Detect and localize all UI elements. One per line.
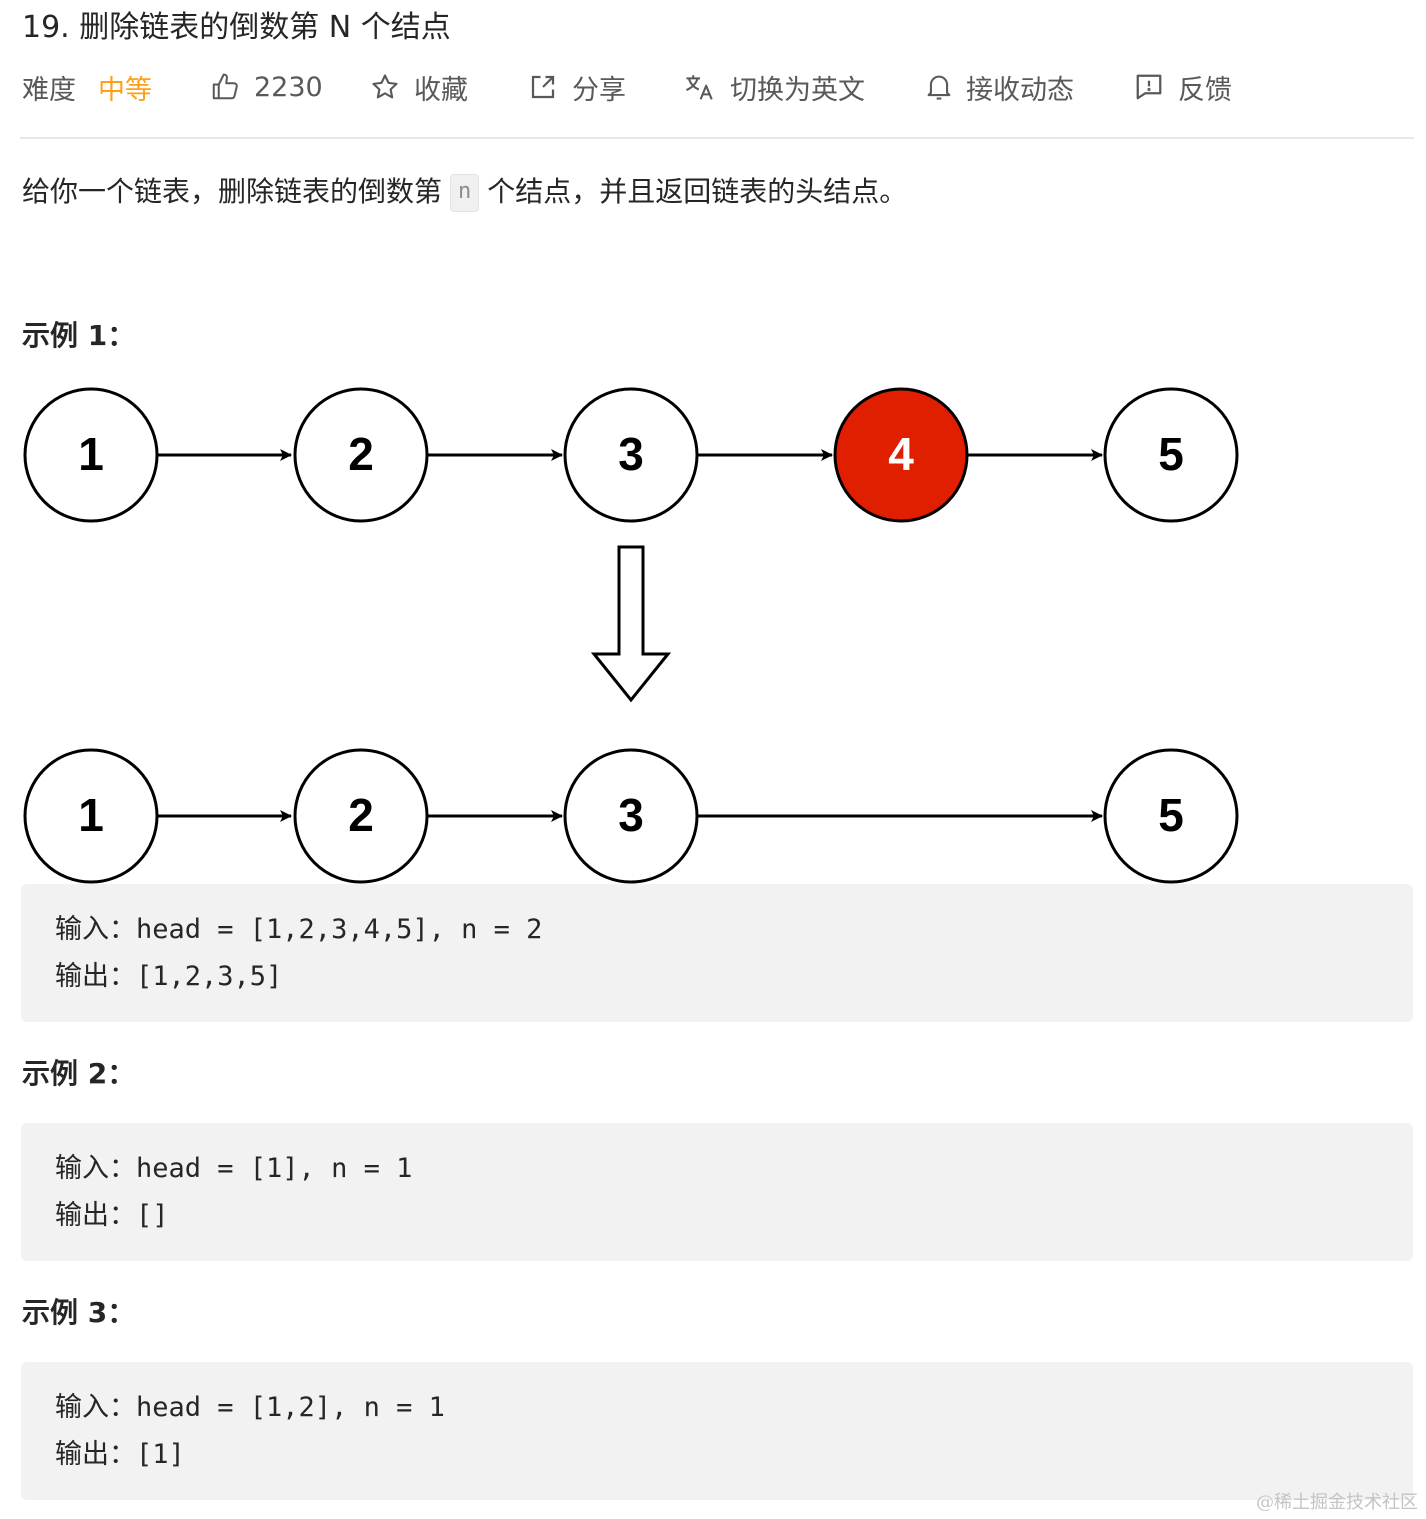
- node-label: 2: [348, 428, 374, 480]
- example-output-line: 输出：[]: [55, 1194, 169, 1238]
- list-node: 5: [1103, 748, 1239, 884]
- example-3-heading: 示例 3：: [22, 1296, 136, 1329]
- node-label-removed: 4: [888, 428, 914, 480]
- down-arrow: [590, 545, 672, 703]
- inline-code-n: n: [450, 174, 480, 212]
- input-label: 输入：: [55, 1392, 136, 1423]
- favorite-button[interactable]: 收藏: [370, 64, 468, 110]
- example-1-code-block: 输入：head = [1,2,3,4,5], n = 2 输出：[1,2,3,5…: [21, 884, 1413, 1022]
- difficulty: 难度 中等: [22, 64, 152, 110]
- share-label: 分享: [572, 74, 626, 106]
- like-count: 2230: [254, 71, 323, 103]
- list-node: 1: [23, 387, 159, 523]
- favorite-label: 收藏: [414, 74, 468, 106]
- difficulty-label: 难度: [22, 74, 76, 106]
- output-value: []: [136, 1200, 169, 1231]
- share-icon: [528, 72, 558, 102]
- problem-title: 19. 删除链表的倒数第 N 个结点: [22, 10, 451, 45]
- list-node-removed: 4: [833, 387, 969, 523]
- header-divider: [20, 137, 1414, 139]
- list-node: 2: [293, 387, 429, 523]
- list-node: 1: [23, 748, 159, 884]
- subscribe-label: 接收动态: [966, 74, 1074, 106]
- description-text-end: 个结点，并且返回链表的头结点。: [487, 175, 908, 208]
- list-node: 3: [563, 387, 699, 523]
- node-label: 5: [1158, 789, 1184, 841]
- node-label: 5: [1158, 428, 1184, 480]
- node-label: 1: [78, 428, 104, 480]
- input-label: 输入：: [55, 1153, 136, 1184]
- example-input-line: 输入：head = [1,2], n = 1: [55, 1386, 445, 1430]
- example-2-heading: 示例 2：: [22, 1057, 136, 1090]
- example-output-line: 输出：[1,2,3,5]: [55, 955, 282, 999]
- subscribe-button[interactable]: 接收动态: [926, 64, 1074, 110]
- example-input-line: 输入：head = [1,2,3,4,5], n = 2: [55, 908, 542, 952]
- input-value: head = [1,2,3,4,5], n = 2: [136, 914, 543, 945]
- output-value: [1]: [136, 1439, 185, 1470]
- input-value: head = [1], n = 1: [136, 1153, 413, 1184]
- list-after: 1 2 3 5: [23, 748, 1239, 884]
- linked-list-diagram: 1 2 3 4 5 1 2: [23, 387, 1239, 884]
- list-node: 2: [293, 748, 429, 884]
- feedback-icon: [1134, 72, 1164, 102]
- description-text-start: 给你一个链表，删除链表的倒数第: [22, 175, 443, 208]
- thumbs-up-icon: [210, 72, 240, 102]
- node-label: 3: [618, 428, 644, 480]
- bell-icon: [926, 72, 952, 102]
- node-label: 3: [618, 789, 644, 841]
- translate-icon: [684, 72, 716, 102]
- input-label: 输入：: [55, 914, 136, 945]
- node-label: 2: [348, 789, 374, 841]
- watermark: @稀土掘金技术社区: [1256, 1492, 1418, 1513]
- like-button[interactable]: 2230: [210, 64, 323, 110]
- node-label: 1: [78, 789, 104, 841]
- example-1-heading: 示例 1：: [22, 319, 136, 352]
- output-label: 输出：: [55, 1200, 136, 1231]
- share-button[interactable]: 分享: [528, 64, 626, 110]
- list-before: 1 2 3 4 5: [23, 387, 1239, 523]
- example-input-line: 输入：head = [1], n = 1: [55, 1147, 412, 1191]
- translate-label: 切换为英文: [730, 74, 865, 106]
- output-value: [1,2,3,5]: [136, 961, 283, 992]
- feedback-button[interactable]: 反馈: [1134, 64, 1232, 110]
- output-label: 输出：: [55, 961, 136, 992]
- example-3-code-block: 输入：head = [1,2], n = 1 输出：[1]: [21, 1362, 1413, 1500]
- star-icon: [370, 72, 400, 102]
- output-label: 输出：: [55, 1439, 136, 1470]
- translate-button[interactable]: 切换为英文: [684, 64, 865, 110]
- feedback-label: 反馈: [1178, 74, 1232, 106]
- example-output-line: 输出：[1]: [55, 1433, 185, 1477]
- problem-toolbar: 难度 中等 2230 收藏 分享: [22, 64, 1322, 110]
- list-node: 5: [1103, 387, 1239, 523]
- example-2-code-block: 输入：head = [1], n = 1 输出：[]: [21, 1123, 1413, 1261]
- difficulty-value: 中等: [98, 74, 152, 106]
- input-value: head = [1,2], n = 1: [136, 1392, 445, 1423]
- list-node: 3: [563, 748, 699, 884]
